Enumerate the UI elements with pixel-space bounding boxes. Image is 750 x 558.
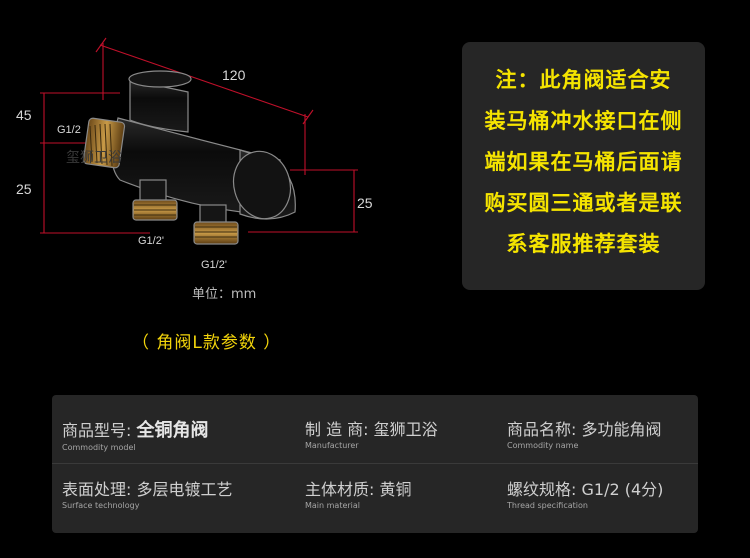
spec-label: 商品型号: bbox=[62, 421, 132, 440]
note-box: 注：此角阀适合安 装马桶冲水接口在侧 端如果在马桶后面请 购买圆三通或者是联 系… bbox=[462, 42, 705, 290]
note-line: 系客服推荐套装 bbox=[506, 232, 661, 256]
valve-technical-drawing: 120 45 25 25 G1/2 G1/2' G1/2' 玺狮卫浴 bbox=[16, 37, 373, 271]
spec-en-label: Commodity model bbox=[62, 443, 136, 452]
dimension-top: 120 bbox=[222, 67, 246, 83]
thread-label-bottom-left: G1/2' bbox=[138, 235, 164, 247]
note-line: 端如果在马桶后面请 bbox=[484, 150, 683, 174]
diagram-caption: （ 角阀L款参数 ） bbox=[132, 333, 282, 353]
spec-label: 商品名称: bbox=[507, 420, 577, 439]
spec-en-label: Surface technology bbox=[62, 501, 140, 510]
spec-value: 多功能角阀 bbox=[581, 420, 662, 439]
thread-label-top: G1/2 bbox=[57, 124, 81, 136]
spec-value: 全铜角阀 bbox=[136, 420, 209, 441]
spec-commodity-model: 商品型号: 全铜角阀 Commodity model bbox=[62, 416, 209, 452]
spec-value: G1/2 (4分) bbox=[581, 480, 664, 499]
unit-label: 单位：mm bbox=[192, 287, 257, 302]
dimension-left-lower: 25 bbox=[16, 181, 32, 197]
spec-manufacturer: 制 造 商: 玺狮卫浴 Manufacturer bbox=[305, 416, 438, 450]
spec-en-label: Manufacturer bbox=[305, 441, 359, 450]
note-line: 购买圆三通或者是联 bbox=[484, 191, 683, 215]
spec-surface-technology: 表面处理: 多层电镀工艺 Surface technology bbox=[62, 476, 233, 510]
spec-en-label: Commodity name bbox=[507, 441, 579, 450]
spec-divider bbox=[52, 463, 698, 464]
spec-en-label: Thread specification bbox=[507, 501, 588, 510]
spec-label: 主体材质: bbox=[305, 480, 375, 499]
spec-value: 黄铜 bbox=[379, 480, 412, 499]
dimension-right: 25 bbox=[357, 195, 373, 211]
spec-commodity-name: 商品名称: 多功能角阀 Commodity name bbox=[507, 416, 662, 450]
spec-value: 玺狮卫浴 bbox=[373, 420, 438, 439]
spec-panel: 商品型号: 全铜角阀 Commodity model 制 造 商: 玺狮卫浴 M… bbox=[52, 395, 698, 533]
spec-thread-specification: 螺纹规格: G1/2 (4分) Thread specification bbox=[507, 476, 663, 510]
dimension-left-upper: 45 bbox=[16, 107, 32, 123]
spec-label: 制 造 商: bbox=[305, 420, 369, 439]
valve-illustration bbox=[82, 70, 296, 245]
note-line: 装马桶冲水接口在侧 bbox=[484, 109, 683, 133]
dimension-lines bbox=[40, 37, 358, 234]
spec-value: 多层电镀工艺 bbox=[136, 480, 233, 499]
spec-main-material: 主体材质: 黄铜 Main material bbox=[305, 476, 412, 510]
brand-watermark: 玺狮卫浴 bbox=[66, 149, 122, 165]
spec-label: 表面处理: bbox=[62, 480, 132, 499]
note-line: 注：此角阀适合安 bbox=[495, 68, 672, 92]
spec-label: 螺纹规格: bbox=[507, 480, 577, 499]
thread-label-bottom-right: G1/2' bbox=[201, 259, 227, 271]
spec-en-label: Main material bbox=[305, 501, 361, 510]
